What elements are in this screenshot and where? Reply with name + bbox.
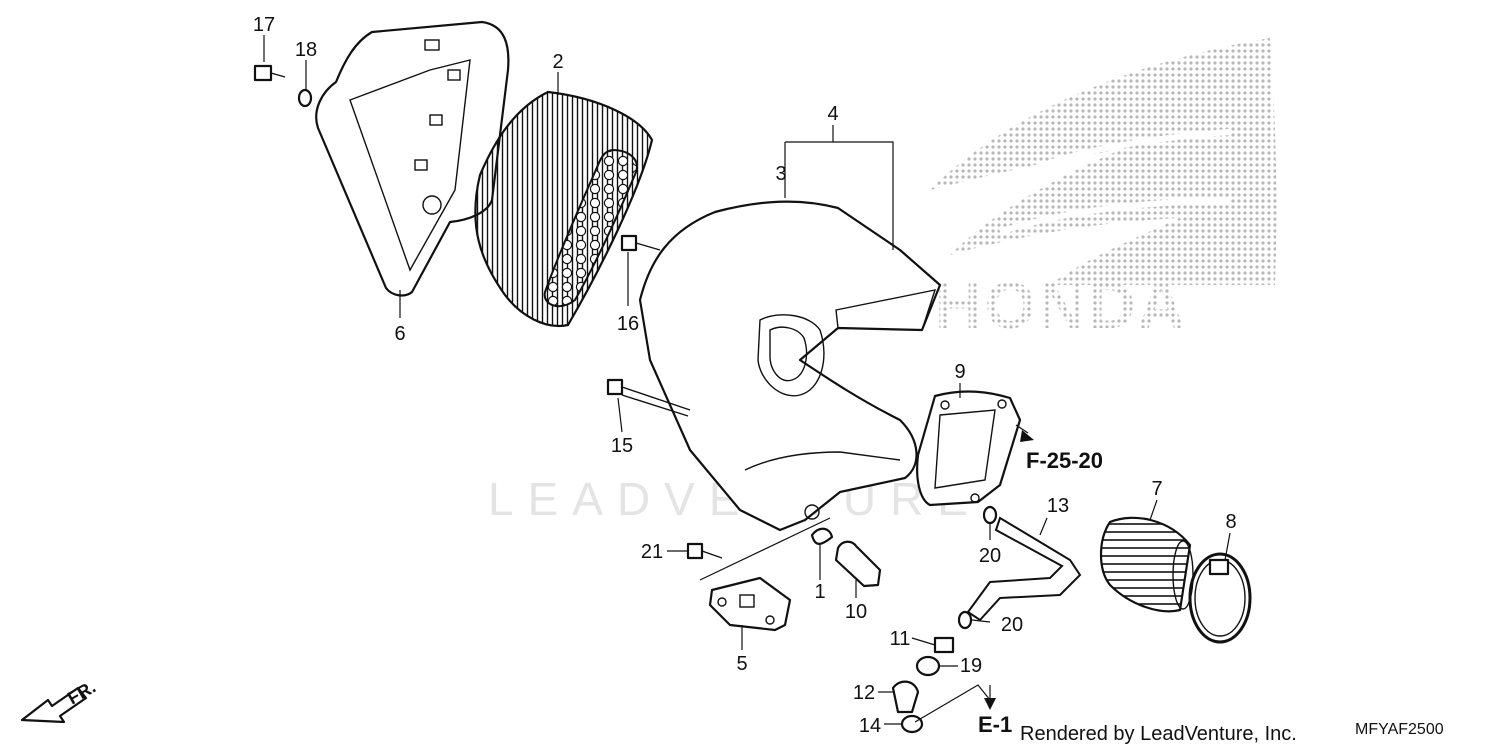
label-part-16: 16 [617, 313, 639, 335]
label-part-10: 10 [845, 601, 867, 623]
label-part-2: 2 [552, 51, 563, 73]
ref-label-e-1[interactable]: E-1 [978, 712, 1012, 737]
credit-text: Rendered by LeadVenture, Inc. [1020, 723, 1297, 745]
breather-tube [966, 516, 1082, 622]
honda-logo-text: HONDA [935, 268, 1187, 342]
leader-lines [263, 35, 1231, 725]
label-part-12: 12 [853, 682, 875, 704]
label-part-18: 18 [295, 39, 317, 61]
label-part-1: 1 [814, 581, 825, 603]
screw-16 [620, 234, 661, 252]
label-part-20-upper: 20 [979, 545, 1001, 567]
bolt-17 [253, 64, 286, 82]
front-direction-arrow: FR. [20, 677, 99, 724]
tube-12 [891, 680, 920, 714]
air-cleaner-case [638, 200, 942, 532]
label-part-21: 21 [641, 541, 663, 563]
clip-20b [957, 610, 973, 630]
cover-plate [708, 576, 792, 632]
small-hardware [253, 64, 998, 734]
label-part-9: 9 [954, 361, 965, 383]
air-filter-element [474, 90, 654, 328]
intake-boot [1100, 516, 1194, 613]
label-part-5: 5 [736, 653, 747, 675]
label-part-20-lower: 20 [1001, 614, 1023, 636]
clamp-14 [900, 714, 924, 734]
joint-11 [933, 636, 955, 654]
band-clamp [1188, 552, 1252, 644]
clamp-19 [915, 655, 941, 677]
diagram-code: MFYAF2500 [1355, 721, 1444, 738]
label-part-4: 4 [827, 103, 838, 125]
label-part-19: 19 [960, 655, 982, 677]
label-part-6: 6 [394, 323, 405, 345]
part-labels: 17 18 2 4 3 6 16 15 9 13 7 8 21 20 1 10 … [253, 14, 1237, 737]
label-part-7: 7 [1151, 478, 1162, 500]
ref-arrow-f2520 [1020, 430, 1034, 442]
label-part-13: 13 [1047, 495, 1069, 517]
clip-1 [810, 527, 834, 545]
drain-plug [834, 540, 882, 588]
label-part-8: 8 [1225, 511, 1236, 533]
label-part-17: 17 [253, 14, 275, 36]
ref-arrow-e1 [984, 685, 996, 710]
bolt-21 [686, 542, 723, 560]
label-part-15: 15 [611, 435, 633, 457]
label-part-14: 14 [859, 715, 881, 737]
washer-18 [297, 88, 313, 108]
clip-20a [982, 505, 998, 525]
label-part-3: 3 [775, 163, 786, 185]
ref-label-f-25-20[interactable]: F-25-20 [1026, 448, 1103, 473]
label-part-11: 11 [890, 628, 911, 650]
honda-wing-logo: HONDA [930, 38, 1277, 342]
air-cleaner-cover [315, 20, 510, 297]
intake-flange [916, 390, 1022, 507]
bolt-15 [606, 378, 691, 417]
